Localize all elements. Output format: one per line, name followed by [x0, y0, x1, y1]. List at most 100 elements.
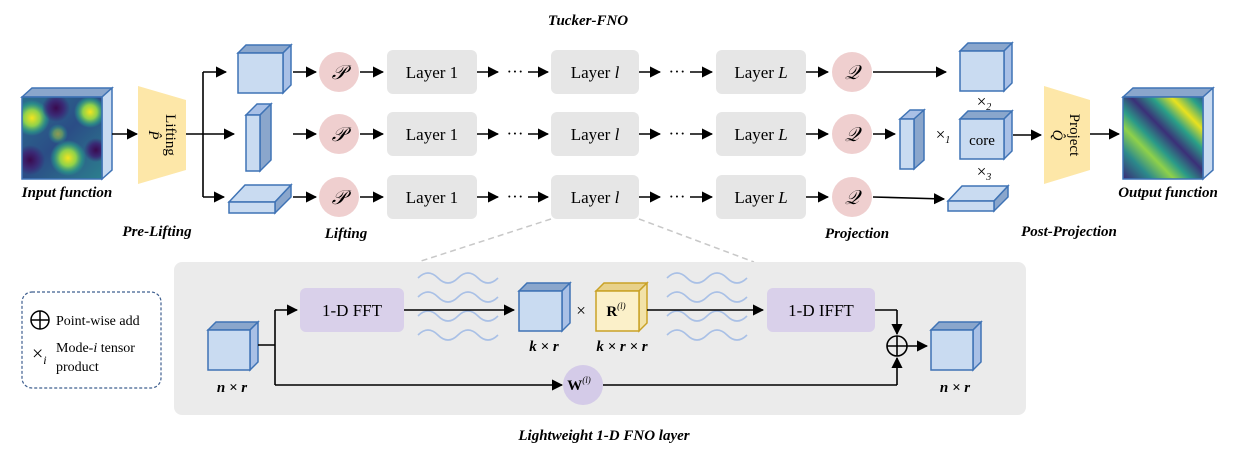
fft-label: 1-D FFT: [322, 301, 383, 320]
spectral-weight-R-main: R: [606, 304, 617, 320]
spectral-coeff-cube: [517, 281, 572, 333]
pointwise-weight-W: [563, 365, 603, 405]
tucker-mode2-op: ×2: [977, 92, 992, 113]
row2-layer-L: [716, 112, 806, 156]
row3-layer-l: [551, 175, 639, 219]
row3-layer-L-prefix: Layer: [734, 188, 778, 207]
row1-layer-l: [551, 50, 639, 94]
output-function-label: Output function: [1118, 185, 1218, 201]
pointwise-weight-W-main: W: [567, 378, 582, 394]
spectral-coeff-dim: k × r: [529, 339, 559, 355]
tucker-mode2-main: ×: [977, 92, 987, 111]
legend-mode-line1-b: tensor: [97, 341, 135, 356]
fno-output-cube: [929, 320, 983, 372]
row2-layer-1-label: Layer 1: [406, 125, 458, 144]
tucker-mode1-sub: 1: [945, 135, 950, 146]
legend: Point-wise add ×i Mode-i tensor product: [21, 291, 162, 389]
pre-lifting-label: Pre-Lifting: [122, 224, 192, 240]
lifting-label: Lifting: [324, 226, 368, 242]
tucker-mode3-main: ×: [977, 162, 987, 181]
project-block-label: Project: [1066, 114, 1082, 157]
tucker-mode3-sub: 3: [985, 172, 991, 183]
input-function-heatmap: [20, 86, 114, 181]
legend-mode-sub: i: [43, 353, 46, 367]
row3-lifting-op: [319, 177, 359, 217]
project-hat-symbol: Q̂: [1049, 130, 1066, 141]
row3-ellipsis-b: ···: [669, 187, 686, 206]
row1-layer-l-prefix: Layer: [571, 63, 615, 82]
spectral-weight-R-dim: k × r × r: [596, 339, 647, 355]
lifting-block-label: Lifting: [162, 114, 178, 156]
row3-layer-1-label: Layer 1: [406, 188, 458, 207]
row2-ellipsis-a: ···: [507, 124, 524, 143]
pointwise-add-op: [886, 335, 908, 357]
row1-q-symbol: 𝒬: [845, 62, 863, 84]
row2-layer-L-prefix: Layer: [734, 125, 778, 144]
projection-label: Projection: [825, 226, 889, 242]
row2-q-symbol: 𝒬: [845, 124, 863, 146]
row3-layer-1: [387, 175, 477, 219]
row3-factor-slab: [227, 183, 293, 215]
row2-layer-l-var: l: [615, 125, 620, 144]
fno-input-dim: n × r: [217, 380, 247, 396]
row2-ellipsis-b: ···: [669, 124, 686, 143]
row1-lifting-op: [319, 52, 359, 92]
row2-factor-slab: [244, 102, 273, 173]
mode-product-icon: ×i: [32, 343, 47, 367]
row1-projection-op: [832, 52, 872, 92]
multiply-op: ×: [576, 301, 586, 320]
pointwise-add-icon: [30, 310, 50, 330]
post-projection-block: Project Q̂: [1044, 86, 1090, 184]
row2-projection-op: [832, 114, 872, 154]
tucker-mode3-op: ×3: [977, 162, 992, 183]
tucker-core-label: core: [969, 133, 995, 149]
row1-layer-1: [387, 50, 477, 94]
tucker-factor-cube-top: [958, 41, 1014, 93]
pointwise-weight-W-sup: (l): [582, 375, 591, 385]
row1-layer-l-text: Layer l: [571, 63, 620, 82]
row1-layer-1-label: Layer 1: [406, 63, 458, 82]
legend-mode-line2: product: [56, 360, 99, 375]
row2-layer-L-var: L: [777, 125, 787, 144]
row3-layer-L: [716, 175, 806, 219]
output-function-heatmap: [1121, 86, 1215, 181]
spectrum-waves-right: [666, 272, 748, 341]
spectral-weight-R-label: R(l): [606, 301, 625, 320]
tucker-mode1-op: ×1: [936, 125, 951, 146]
row3-layer-L-text: Layer L: [734, 188, 787, 207]
fno-input-cube: [206, 320, 260, 372]
ifft-label: 1-D IFFT: [788, 301, 854, 320]
lifting-hat-symbol: P̂: [145, 129, 161, 139]
pointwise-weight-W-label: W(l): [567, 375, 591, 394]
tucker-factor-slab-bottom: [946, 184, 1010, 213]
row1-layer-L: [716, 50, 806, 94]
legend-mode-line1: Mode-i tensor: [56, 341, 135, 356]
row2-layer-l-text: Layer l: [571, 125, 620, 144]
row1-layer-L-var: L: [777, 63, 787, 82]
legend-mode-symbol: ×: [32, 343, 43, 365]
tucker-mode2-sub: 2: [986, 102, 991, 113]
tucker-core-cube: [958, 109, 1014, 161]
row1-ellipsis-a: ···: [507, 62, 524, 81]
pre-lifting-block: Lifting P̂: [138, 86, 186, 184]
row2-layer-l: [551, 112, 639, 156]
input-function-label: Input function: [21, 185, 112, 201]
fft-block: [300, 288, 404, 332]
fno-output-dim: n × r: [940, 380, 970, 396]
row2-layer-l-prefix: Layer: [571, 125, 615, 144]
row1-layer-L-text: Layer L: [734, 63, 787, 82]
row3-ellipsis-a: ···: [507, 187, 524, 206]
legend-mode-line1-a: Mode-: [56, 341, 94, 356]
tucker-factor-slab-mid: [898, 108, 926, 171]
row2-layer-L-text: Layer L: [734, 125, 787, 144]
spectral-weight-R-sup: (l): [617, 301, 626, 311]
fno-layer-caption: Lightweight 1-D FNO layer: [517, 428, 689, 444]
title: Tucker-FNO: [548, 13, 628, 29]
row2-lifting-op: [319, 114, 359, 154]
row1-layer-l-var: l: [615, 63, 620, 82]
row3-layer-l-text: Layer l: [571, 188, 620, 207]
tucker-mode1-main: ×: [936, 125, 946, 144]
row3-layer-l-prefix: Layer: [571, 188, 615, 207]
legend-add-text: Point-wise add: [56, 314, 140, 329]
